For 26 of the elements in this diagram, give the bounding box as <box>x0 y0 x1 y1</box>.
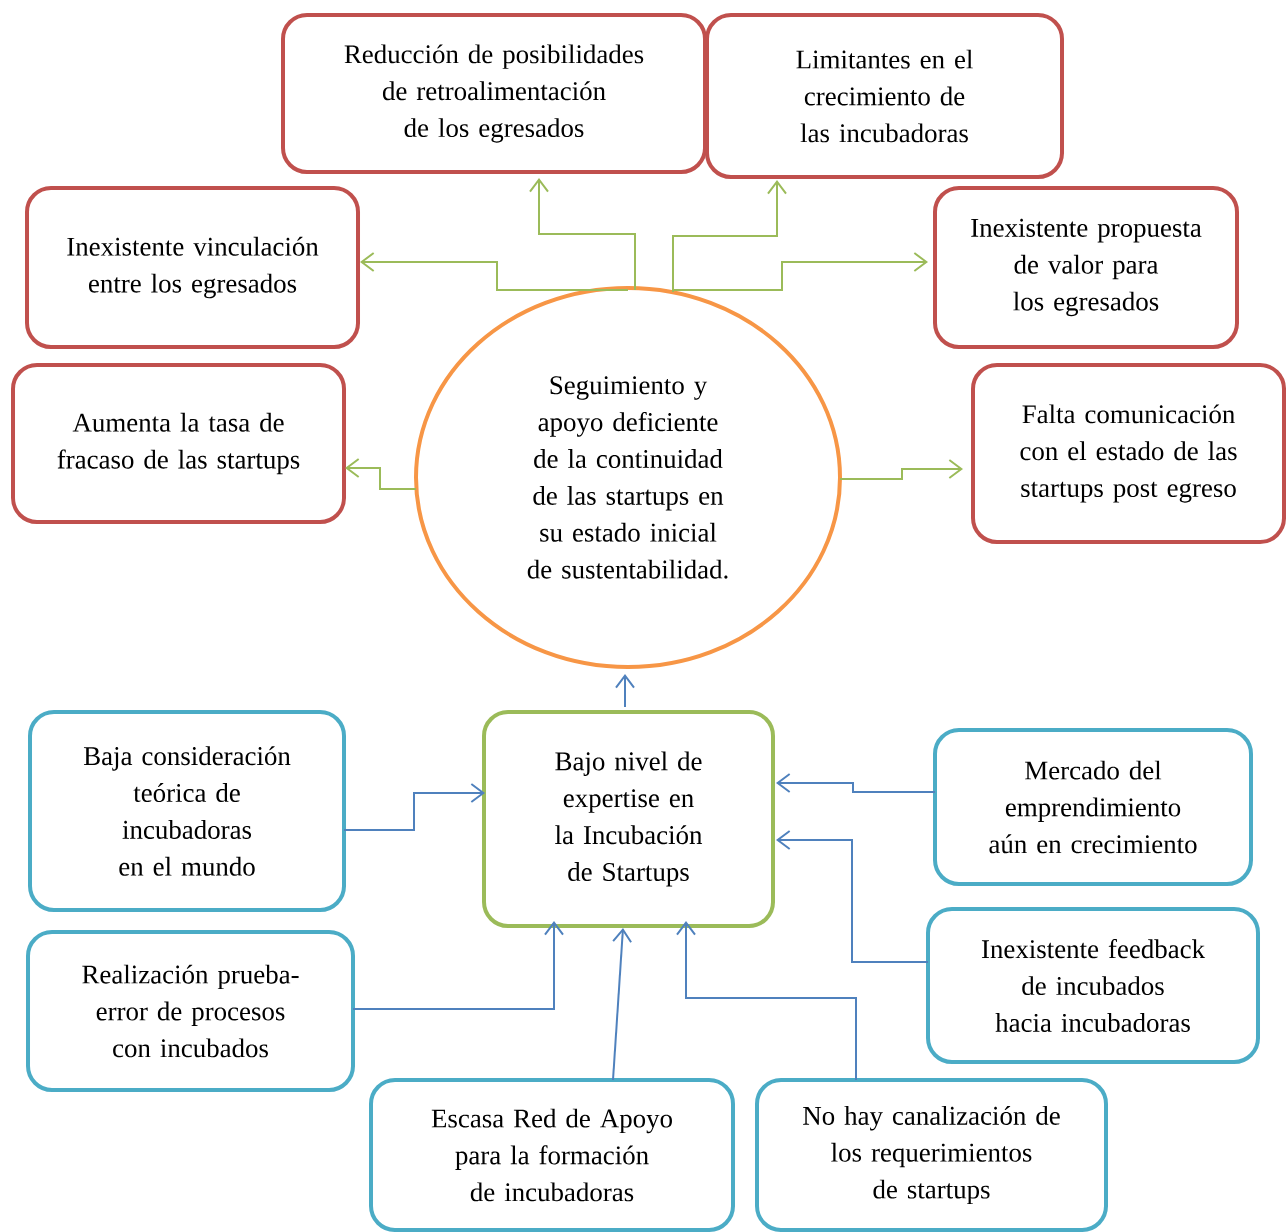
arrow <box>676 921 857 1081</box>
arrow <box>839 459 963 480</box>
arrow <box>345 458 417 490</box>
cause-box: Mercado del emprendimiento aún en crecimiento <box>933 728 1253 886</box>
cause-box: Bajo nivel de expertise en la Incubación de Startups <box>482 710 775 928</box>
arrow <box>776 773 936 793</box>
arrow <box>360 252 629 291</box>
arrow <box>615 674 635 708</box>
cause-box: Inexistente feedback de incubados hacia incubadoras <box>926 907 1260 1064</box>
arrow <box>529 178 636 291</box>
arrow <box>672 180 787 293</box>
effect-box: Inexistente vinculación entre los egresados <box>25 186 360 349</box>
effect-box: Limitantes en el crecimiento de las incubadoras <box>705 13 1064 179</box>
effect-box: Inexistente propuesta de valor para los egresados <box>933 186 1239 349</box>
arrow <box>612 928 633 1081</box>
arrow <box>352 921 564 1010</box>
arrow <box>776 830 929 963</box>
cause-box: Escasa Red de Apoyo para la formación de incubadoras <box>369 1078 735 1232</box>
effect-box: Reducción de posibilidades de retroalimentación de los egresados <box>281 13 707 174</box>
effect-box: Falta comunicación con el estado de las startups post egreso <box>971 363 1286 544</box>
arrow <box>672 252 928 291</box>
cause-box: Realización prueba-error de procesos con incubados <box>26 930 355 1092</box>
cause-box: No hay canalización de los requerimientos de startups <box>755 1078 1108 1232</box>
arrow <box>343 783 485 831</box>
cause-box: Baja consideración teórica de incubadoras en el mundo <box>28 710 346 912</box>
effect-box: Aumenta la tasa de fracaso de las startups <box>11 363 346 524</box>
